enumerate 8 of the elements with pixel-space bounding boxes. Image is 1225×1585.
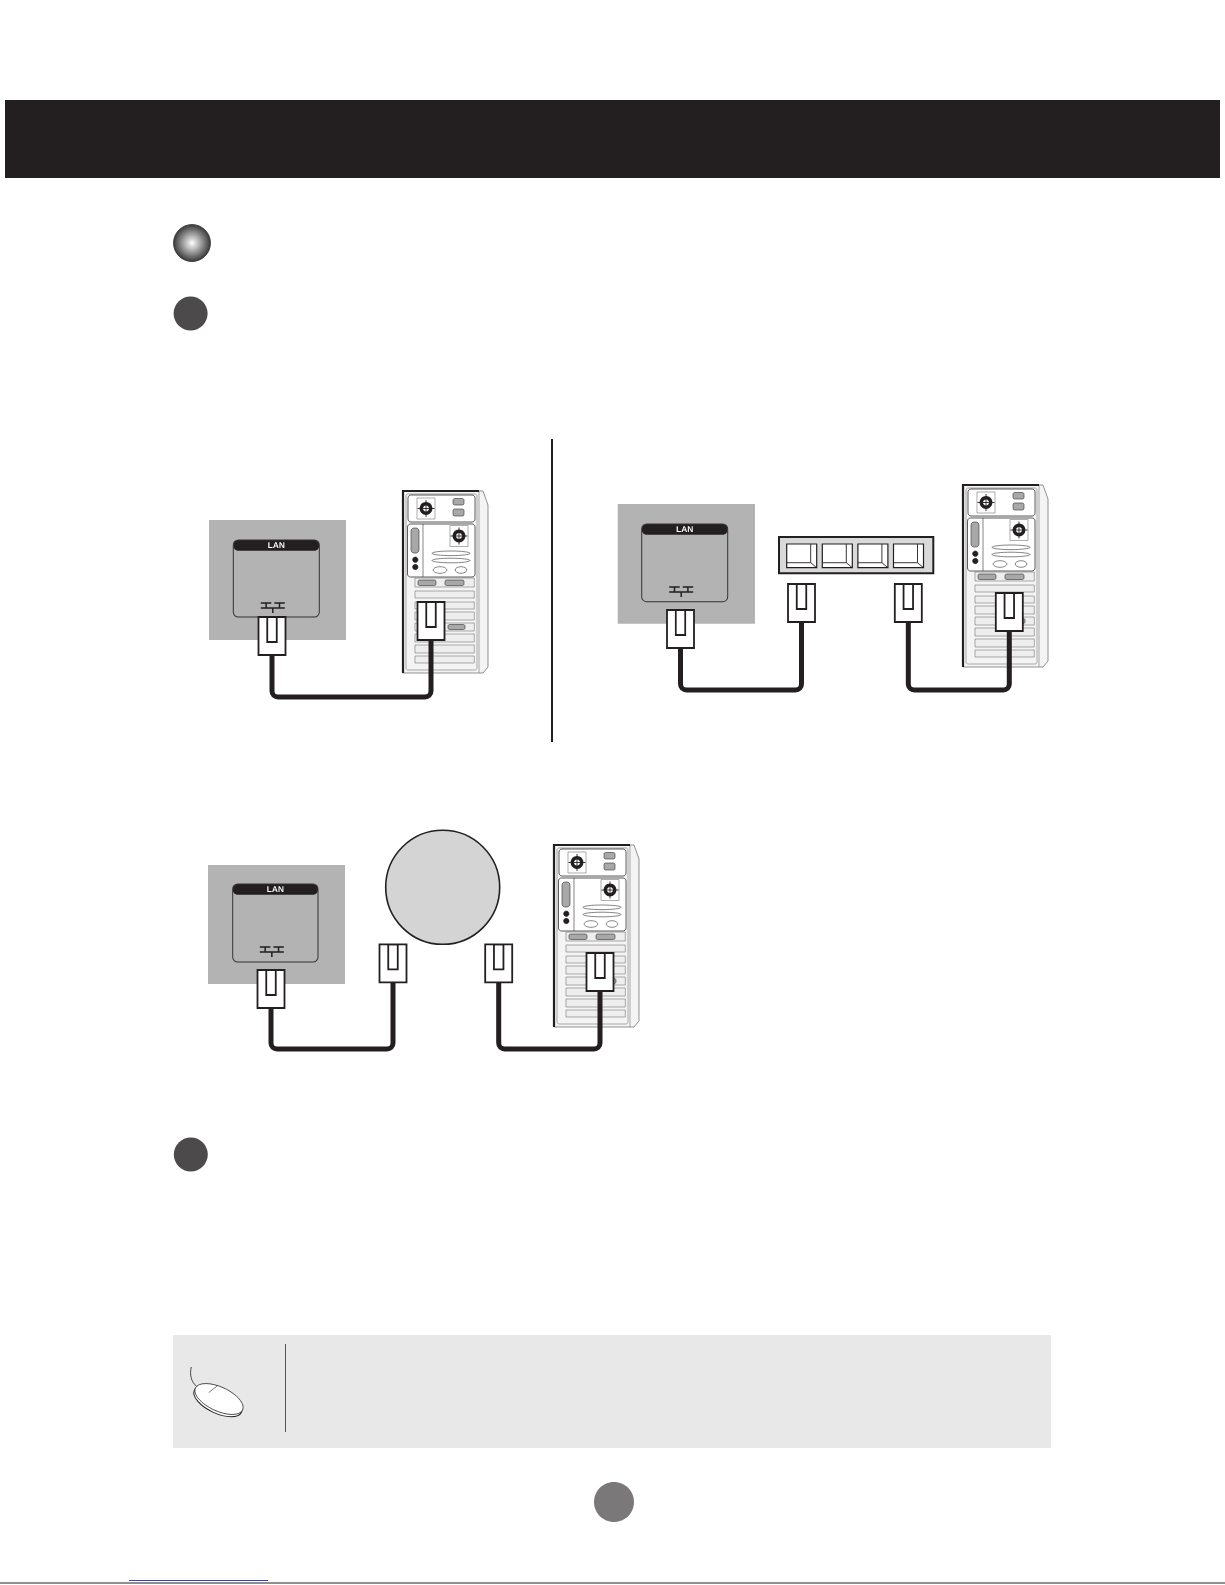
cable [666, 583, 816, 693]
port-panel: LAN [641, 523, 729, 603]
network-switch [778, 536, 935, 575]
port-panel: LAN [232, 539, 320, 618]
circle-node [384, 829, 501, 946]
port-panel: LAN [232, 883, 319, 963]
cable [256, 943, 408, 1052]
cable [257, 616, 434, 700]
